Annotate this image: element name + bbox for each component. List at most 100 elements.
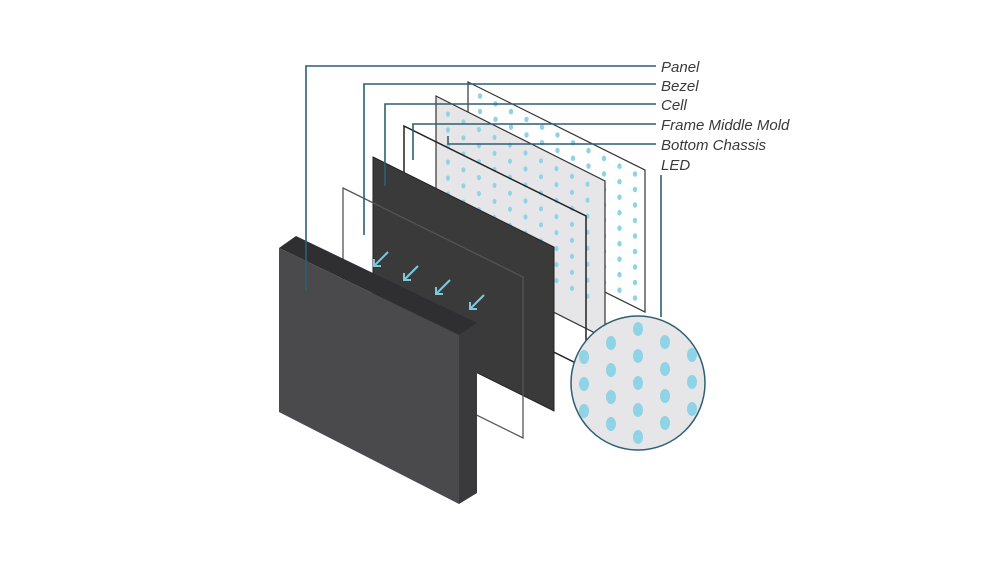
led-dot — [554, 246, 559, 252]
led-dot — [632, 264, 638, 270]
led-dot — [585, 197, 590, 203]
led-dot — [601, 171, 607, 177]
magnified-led-dot — [660, 362, 670, 376]
led-dot — [539, 222, 543, 228]
leader-line-cell — [384, 103, 656, 186]
label-cell: Cell — [661, 97, 688, 114]
led-dot — [461, 135, 466, 141]
led-dot — [446, 111, 450, 117]
led-dot — [492, 198, 497, 204]
led-dot — [523, 150, 528, 156]
led-dot — [524, 116, 529, 123]
led-dot — [617, 163, 622, 169]
magnified-led-dot — [687, 348, 697, 362]
led-dot — [632, 233, 638, 239]
led-dot — [617, 271, 622, 278]
leader-line-frame — [412, 123, 656, 160]
arrow-head — [469, 302, 477, 310]
led-dot — [632, 248, 638, 255]
magnified-led-dot — [606, 390, 616, 404]
led-dot — [508, 206, 512, 212]
label-led: LED — [661, 157, 690, 174]
led-dot — [446, 127, 450, 133]
led-dot — [523, 214, 528, 220]
led-dot — [446, 175, 450, 181]
magnified-led-dot — [606, 363, 616, 377]
led-dot — [617, 256, 622, 263]
led-dot — [617, 194, 622, 200]
led-dot — [586, 163, 591, 169]
led-dot — [570, 253, 574, 259]
led-dot — [539, 158, 543, 164]
led-dot — [539, 206, 543, 212]
led-dot — [477, 108, 483, 115]
magnified-led-dot — [660, 335, 670, 349]
led-dot — [617, 287, 622, 294]
led-dot — [632, 186, 638, 193]
arrow-shaft — [435, 279, 451, 295]
magnified-led-dot — [633, 349, 643, 363]
led-dot — [508, 108, 514, 115]
magnified-led-dot — [687, 375, 697, 389]
magnified-led-dot — [606, 336, 616, 350]
magnified-led-dot — [633, 376, 643, 390]
led-dot — [570, 173, 574, 179]
led-dot — [554, 182, 559, 188]
led-dot — [477, 93, 483, 99]
magnified-led-dot — [660, 389, 670, 403]
led-dot — [617, 209, 622, 216]
label-panel: Panel — [661, 59, 700, 76]
led-dot — [493, 116, 498, 123]
led-dot — [539, 124, 545, 130]
led-dot — [617, 178, 622, 185]
led-dot — [492, 182, 497, 188]
led-dot — [524, 132, 529, 138]
led-dot — [570, 155, 576, 162]
magnified-led-dot — [579, 350, 589, 364]
led-dot — [554, 214, 559, 220]
led-dot — [570, 285, 574, 291]
arrow-shaft — [469, 294, 485, 310]
led-dot — [632, 279, 638, 286]
led-dot — [523, 166, 528, 172]
led-dot — [461, 183, 466, 189]
arrow-shaft — [373, 251, 389, 267]
led-dot — [492, 134, 497, 140]
led-dot — [586, 147, 591, 154]
label-frame-middle-mold: Frame Middle Mold — [661, 117, 790, 134]
led-dot — [539, 174, 543, 180]
magnified-led-dot — [579, 404, 589, 418]
label-bottom-chassis: Bottom Chassis — [661, 137, 767, 154]
led-dot — [461, 167, 466, 173]
arrow-head — [435, 287, 443, 295]
led-dot — [554, 230, 559, 236]
led-dot — [477, 175, 481, 181]
led-dot — [570, 269, 574, 275]
arrow-head — [373, 259, 381, 267]
led-dot — [632, 295, 638, 301]
led-dot — [601, 155, 607, 162]
magnified-led-dot — [633, 403, 643, 417]
led-dot — [477, 191, 481, 197]
led-dot — [632, 171, 638, 177]
magnifier-circle — [570, 315, 706, 451]
label-bezel: Bezel — [661, 78, 699, 95]
leader-line-panel — [305, 65, 656, 290]
led-dot — [523, 198, 528, 204]
led-dot — [617, 225, 622, 231]
magnified-led-dot — [606, 417, 616, 431]
led-dot — [617, 240, 622, 247]
light-arrows — [373, 251, 485, 310]
led-dot — [446, 159, 450, 165]
panel-layer — [279, 236, 477, 504]
leader-lines — [305, 65, 662, 317]
led-dot — [632, 217, 638, 224]
led-dot — [508, 124, 514, 130]
led-dot — [570, 237, 574, 243]
arrow-head — [403, 273, 411, 281]
led-dot — [554, 166, 559, 172]
magnified-led-dot — [660, 416, 670, 430]
magnified-led-dot — [687, 402, 697, 416]
led-dot — [492, 150, 497, 156]
